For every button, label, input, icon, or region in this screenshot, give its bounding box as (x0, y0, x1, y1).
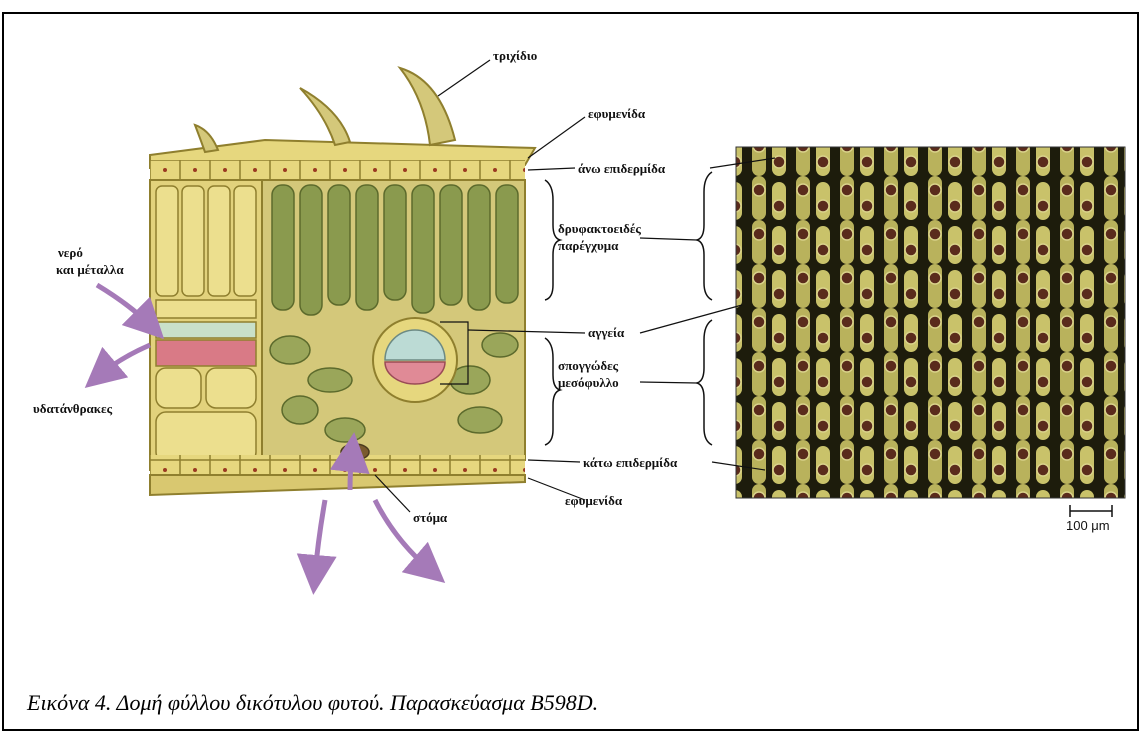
stoma-opening (341, 444, 369, 460)
spongy-right-brace (697, 320, 712, 445)
spongy-line-right (640, 382, 697, 383)
label-vessels: αγγεία (588, 325, 625, 340)
label-trichome: τριχίδιο (493, 48, 537, 63)
label-cuticle-top: εφυμενίδα (588, 106, 646, 121)
label-palisade-1: δρυφακτοειδές (558, 221, 641, 236)
scale-bar-label: 100 μm (1066, 518, 1110, 533)
carbohydrates-arrow (100, 345, 150, 375)
water-arrow (97, 285, 150, 325)
label-cuticle-bottom: εφυμενίδα (565, 493, 623, 508)
palisade-cells (272, 185, 518, 315)
micrograph (736, 147, 1125, 498)
lower-epidermis-cells (150, 455, 525, 475)
label-carbohydrates: υδατάνθρακες (33, 401, 113, 416)
palisade-right-brace (697, 172, 712, 300)
cuticle-top-line (528, 117, 585, 158)
vessels-line-right (640, 305, 742, 333)
scale-bar: 100 μm (1066, 505, 1112, 533)
label-upper-epidermis: άνω επιδερμίδα (578, 161, 666, 176)
upper-epidermis-cells (150, 160, 525, 180)
lower-epidermis-line (528, 460, 580, 462)
stoma-arrow-down-left (315, 500, 325, 575)
leaf-bottom-face (150, 475, 525, 495)
trichomes (195, 68, 455, 152)
leaf-block (150, 140, 535, 495)
braces (545, 172, 712, 445)
figure-caption: Εικόνα 4. Δομή φύλλου δικότυλου φυτού. Π… (27, 690, 598, 716)
vascular-bundle (373, 318, 457, 402)
trichome-line (438, 60, 490, 96)
label-water-1: νερό (57, 245, 83, 260)
label-lower-epidermis: κάτω επιδερμίδα (583, 455, 678, 470)
label-spongy-2: μεσόφυλλο (558, 375, 619, 390)
stoma-arrow-up (350, 452, 352, 490)
spongy-left-brace (545, 338, 560, 445)
label-water-2: και μέταλλα (56, 262, 124, 277)
upper-epidermis-line (528, 168, 575, 170)
palisade-line-right (640, 238, 697, 240)
label-palisade-2: παρέγχυμα (558, 238, 619, 253)
label-spongy-1: σπογγώδες (558, 358, 619, 373)
label-stoma: στόμα (413, 510, 448, 525)
